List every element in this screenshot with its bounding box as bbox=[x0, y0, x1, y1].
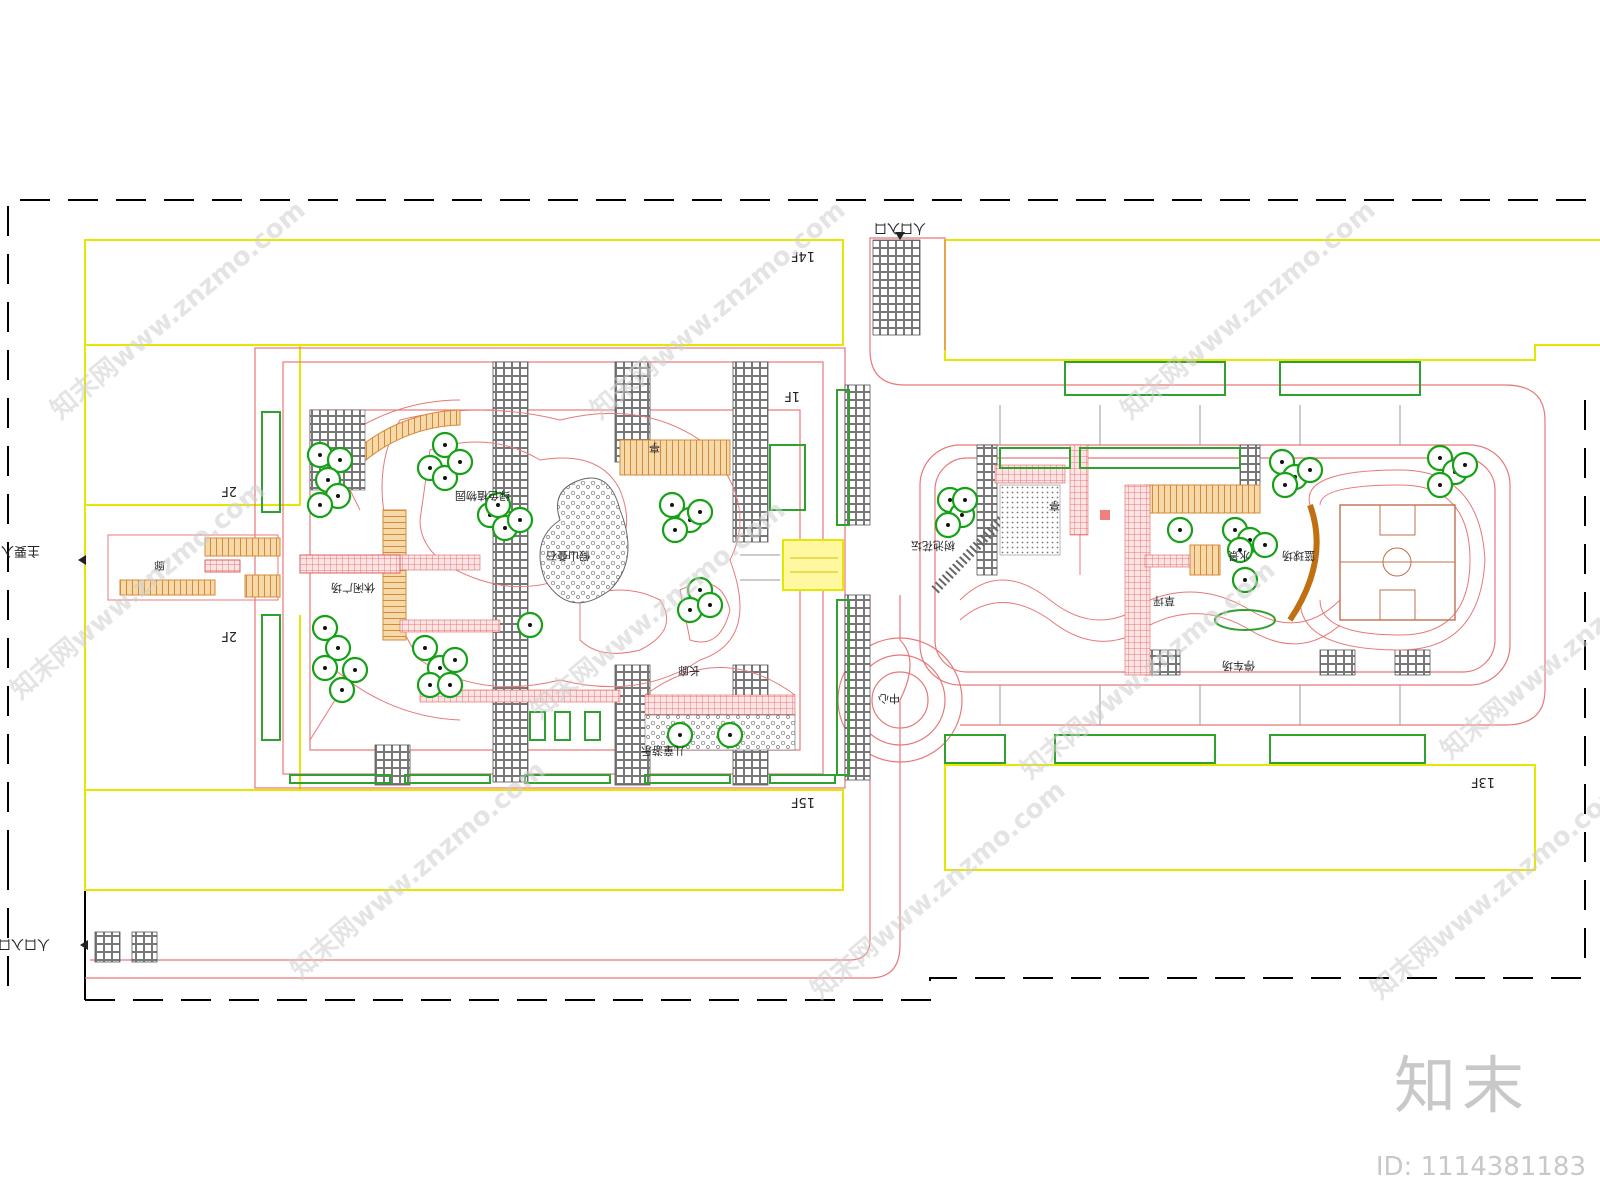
tree-trunk-icon bbox=[340, 688, 344, 692]
east-pergola bbox=[1144, 484, 1261, 514]
water-feature bbox=[1214, 609, 1276, 631]
brand-logo: 知末 bbox=[1393, 1049, 1530, 1122]
site-boundary bbox=[7, 199, 1598, 1001]
label-east-pavilion: 亭 bbox=[1049, 499, 1060, 513]
tree-trunk-icon bbox=[318, 453, 322, 457]
tree-trunk-icon bbox=[443, 443, 447, 447]
label-building-1f: 1F bbox=[784, 388, 800, 403]
tree-trunk-icon bbox=[960, 513, 964, 517]
building-14f bbox=[84, 239, 844, 346]
watermark-text: 知末网www.znzmo.com bbox=[1115, 195, 1381, 425]
tree-trunk-icon bbox=[1243, 578, 1247, 582]
tree-trunk-icon bbox=[318, 503, 322, 507]
label-building-2f-bottom: 2F bbox=[221, 628, 237, 643]
tree-trunk-icon bbox=[1178, 528, 1182, 532]
tree-trunk-icon bbox=[678, 733, 682, 737]
tree-trunk-icon bbox=[528, 623, 532, 627]
tree-trunk-icon bbox=[338, 458, 342, 462]
tree-trunk-icon bbox=[453, 658, 457, 662]
pavilion-deck bbox=[619, 439, 731, 476]
label-fitness: 儿童游乐 bbox=[641, 744, 685, 758]
tree-trunk-icon bbox=[673, 528, 677, 532]
arc-wall bbox=[1287, 503, 1320, 622]
label-plaza: 休闲广场 bbox=[331, 581, 375, 595]
tree-trunk-icon bbox=[728, 733, 732, 737]
tree-trunk-icon bbox=[1280, 460, 1284, 464]
label-roundabout: 中心 bbox=[878, 692, 900, 705]
gate bbox=[782, 539, 844, 591]
label-pavilion: 亭 bbox=[649, 441, 660, 455]
watermark-text: 知末网www.znzmo.com bbox=[5, 475, 271, 705]
label-planter: 树池花坛 bbox=[911, 539, 955, 553]
west-entrance bbox=[107, 534, 401, 601]
tree-trunk-icon bbox=[688, 608, 692, 612]
tree-trunk-icon bbox=[423, 646, 427, 650]
label-water: 水景 bbox=[1228, 549, 1250, 562]
building-13f bbox=[944, 764, 1536, 871]
paving-strips bbox=[94, 239, 1431, 963]
tree-trunk-icon bbox=[670, 503, 674, 507]
label-garden: 绿色植物园 bbox=[455, 489, 510, 503]
tree-trunk-icon bbox=[1263, 543, 1267, 547]
arc-pergola bbox=[344, 409, 461, 469]
label-building-14f: 14F bbox=[791, 248, 815, 263]
label-parking: 停车场 bbox=[1222, 659, 1255, 673]
label-gazebo: 廊 bbox=[154, 559, 165, 573]
tree-trunk-icon bbox=[323, 666, 327, 670]
tree-trunk-icon bbox=[1463, 463, 1467, 467]
tree-trunk-icon bbox=[963, 498, 967, 502]
tree-trunk-icon bbox=[698, 588, 702, 592]
tree-trunk-icon bbox=[438, 666, 442, 670]
tree-trunk-icon bbox=[326, 478, 330, 482]
label-court: 篮球场 bbox=[1282, 549, 1315, 563]
east-garden-outline bbox=[919, 444, 1511, 686]
building-15f bbox=[84, 789, 844, 891]
tree-trunk-icon bbox=[428, 683, 432, 687]
tree-trunk-icon bbox=[323, 626, 327, 630]
label-entrance-top: 人口入口 bbox=[874, 220, 926, 235]
tree-trunk-icon bbox=[336, 646, 340, 650]
tree-trunk-icon bbox=[428, 466, 432, 470]
label-building-13f: 13F bbox=[1471, 774, 1495, 789]
entrance-arrow-top bbox=[895, 232, 905, 240]
west-garden-outline bbox=[254, 347, 846, 789]
tree-trunk-icon bbox=[708, 603, 712, 607]
entrance-arrow-left bbox=[78, 555, 86, 565]
label-entrance-left: 主要入口 bbox=[0, 543, 40, 558]
hedges bbox=[261, 361, 1426, 784]
label-building-2f-top: 2F bbox=[221, 483, 237, 498]
watermark-text: 知末网www.znzmo.com bbox=[1365, 775, 1600, 1005]
tree-trunk-icon bbox=[448, 683, 452, 687]
entrance-arrow-bottom bbox=[80, 940, 88, 950]
brand-id: ID: 1114381183 bbox=[1375, 1152, 1586, 1182]
label-building-15f: 15F bbox=[791, 794, 815, 809]
tree-trunk-icon bbox=[458, 460, 462, 464]
label-entrance-bottom: 人口入口 bbox=[0, 936, 50, 951]
tree-trunk-icon bbox=[353, 668, 357, 672]
tree-trunk-icon bbox=[1283, 483, 1287, 487]
timber-deck bbox=[382, 509, 407, 641]
rockery bbox=[539, 477, 629, 604]
tree-trunk-icon bbox=[518, 518, 522, 522]
trees bbox=[306, 431, 1479, 749]
label-pergola: 长廊 bbox=[678, 664, 700, 678]
tree-trunk-icon bbox=[503, 526, 507, 530]
tree-trunk-icon bbox=[443, 476, 447, 480]
label-lawn: 草坪 bbox=[1153, 594, 1175, 607]
tree-trunk-icon bbox=[1308, 468, 1312, 472]
watermark-text: 知末网www.znzmo.com bbox=[805, 775, 1071, 1005]
tree-trunk-icon bbox=[946, 523, 950, 527]
label-rockery: 假山叠石 bbox=[546, 549, 590, 563]
tree-trunk-icon bbox=[948, 498, 952, 502]
tree-trunk-icon bbox=[698, 510, 702, 514]
watermark-text: 知末网www.znzmo.com bbox=[1435, 535, 1600, 765]
tree-trunk-icon bbox=[1238, 548, 1242, 552]
tree-trunk-icon bbox=[1438, 483, 1442, 487]
tree-trunk-icon bbox=[336, 494, 340, 498]
watermark-text: 知末网www.znzmo.com bbox=[585, 195, 851, 425]
tree-trunk-icon bbox=[1233, 528, 1237, 532]
tree-trunk-icon bbox=[1438, 456, 1442, 460]
tree-trunk-icon bbox=[496, 503, 500, 507]
